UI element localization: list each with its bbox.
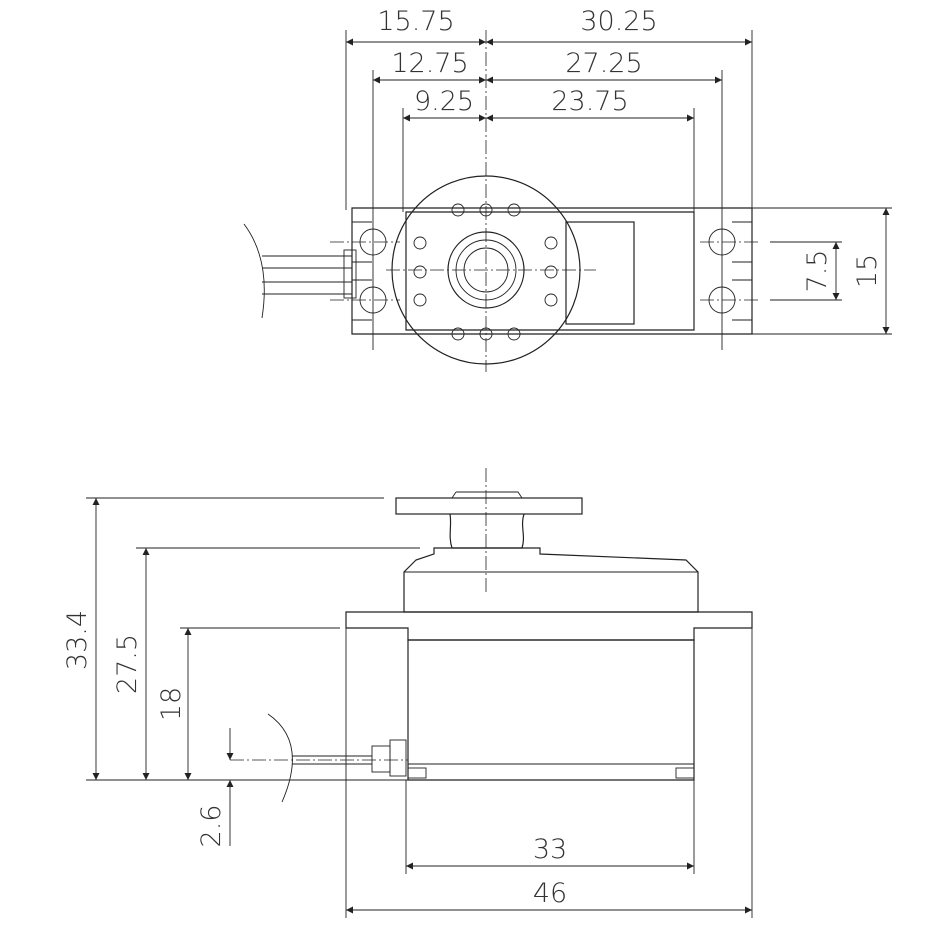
top-view-center-lines [330, 30, 760, 372]
side-view-horn-hub [449, 513, 525, 549]
dim-18: 18 [156, 687, 187, 721]
dim-27-25: 27.25 [565, 48, 642, 79]
top-view: 15.75 30.25 12.75 27.25 9.25 23.75 7.5 1… [243, 6, 892, 372]
top-view-body [405, 211, 695, 331]
side-view-dimension-lines [92, 498, 752, 914]
side-view: 33.4 27.5 18 2.6 33 46 [62, 468, 753, 918]
dim-2-6: 2.6 [196, 805, 227, 848]
top-view-dimension-lines [346, 38, 890, 334]
side-view-horn-disc [395, 497, 583, 515]
dim-23-75: 23.75 [551, 86, 628, 117]
dim-33-4: 33.4 [62, 610, 93, 670]
dim-46: 46 [533, 878, 567, 909]
side-view-upper-case [403, 547, 699, 613]
dim-9-25: 9.25 [414, 86, 474, 117]
top-view-mounting-flange [351, 207, 753, 335]
dim-7-5: 7.5 [802, 250, 833, 293]
dim-15-75: 15.75 [377, 6, 454, 37]
side-view-cable [267, 713, 407, 803]
top-view-label-window [565, 221, 635, 325]
top-view-horn-holes [413, 203, 558, 341]
dim-33: 33 [533, 834, 567, 865]
dim-15: 15 [852, 254, 883, 288]
top-view-extension-lines [345, 30, 892, 350]
top-view-cable [243, 223, 357, 319]
side-view-lower-body [407, 639, 695, 781]
dim-27-5: 27.5 [112, 634, 143, 694]
side-view-extension-lines [86, 497, 753, 918]
dim-30-25: 30.25 [580, 6, 657, 37]
dim-12-75: 12.75 [391, 48, 468, 79]
side-view-mounting-flange [345, 611, 753, 641]
side-view-center-lines [230, 468, 487, 761]
